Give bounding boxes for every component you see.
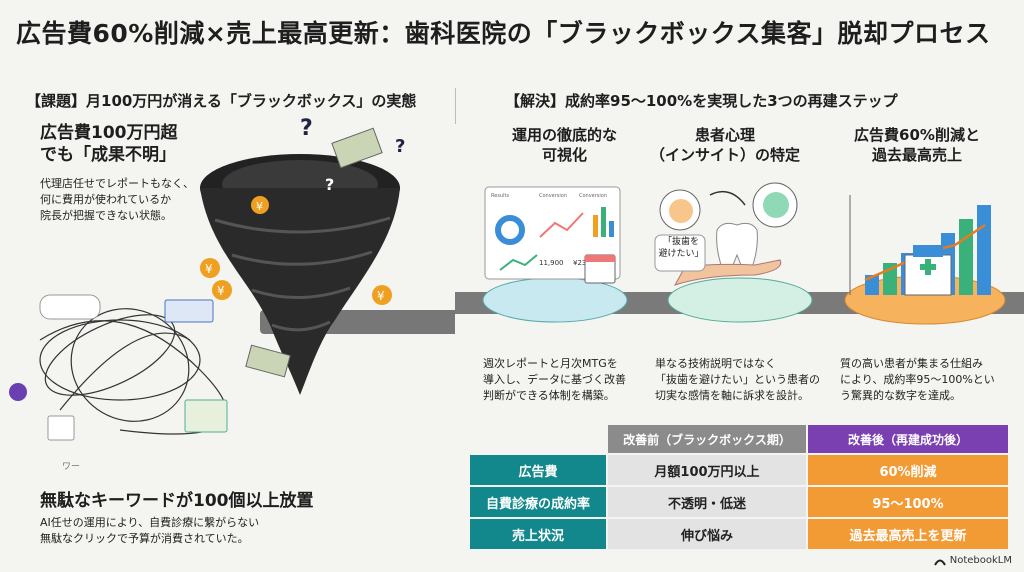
problem1-title: 広告費100万円超 でも「成果不明」 [40, 123, 178, 165]
table-cell-before: 不透明・低迷 [608, 487, 806, 517]
brand-mark: NotebookLM [933, 555, 1012, 566]
table-cell-before: 伸び悩み [608, 519, 806, 549]
cash-icon [245, 344, 291, 378]
dash-label-3: Conversion [579, 193, 607, 199]
table-row-label: 自費診療の成約率 [470, 487, 606, 517]
tooth-icon [716, 222, 758, 271]
problem2-title: 無駄なキーワードが100個以上放置 [40, 491, 314, 511]
speech-bubble [654, 234, 706, 272]
page-title: 広告費60%削減×売上最高更新：歯科医院の「ブラックボックス集客」脱却プロセス [16, 19, 991, 48]
problem-section-title: 【課題】月100万円が消える「ブラックボックス」の実態 [26, 92, 417, 110]
dash-label-1: Results [491, 193, 509, 199]
table-cell-after: 95〜100% [808, 487, 1008, 517]
section-divider [455, 88, 456, 124]
tag-icon [9, 383, 27, 401]
question-icon: ? [300, 116, 313, 141]
table-header-after: 改善後（再建成功後） [808, 425, 1008, 453]
brand-name: NotebookLM [949, 555, 1012, 566]
question-icon: ? [395, 136, 405, 157]
table-row-label: 売上状況 [470, 519, 606, 549]
notebooklm-logo-icon [933, 559, 946, 566]
svg-text:¥: ¥ [256, 200, 263, 213]
keyword-tangle-icon [39, 308, 228, 435]
svg-text:¥: ¥ [217, 284, 225, 298]
platform-step2 [667, 277, 813, 323]
step1-body: 週次レポートと月次MTGを 導入し、データに基づく改善 判断ができる体制を構築。 [483, 357, 626, 402]
problem2-body: AI任せの運用により、自費診療に繋がらない 無駄なクリックで予算が消費されていた… [40, 516, 260, 545]
search-bar-icon [39, 294, 101, 320]
table-row-label: 広告費 [470, 455, 606, 485]
table-cell-after: 過去最高売上を更新 [808, 519, 1008, 549]
dash-label-2: Conversion [539, 193, 567, 199]
table-cell-after: 60%削減 [808, 455, 1008, 485]
tornado-illustration: ¥ ¥ ¥ ¥ ? ? ? [9, 116, 455, 441]
tornado-body [200, 188, 400, 395]
question-icon: ? [325, 175, 334, 194]
speech-bubble-text: 「抜歯を 避けたい」 [658, 237, 704, 259]
arrow-icon [709, 190, 746, 206]
table-header-before: 改善前（ブラックボックス期） [608, 425, 806, 453]
yen-coin-icon: ¥ ¥ ¥ ¥ [200, 196, 392, 305]
cash-icon [331, 127, 383, 169]
table-cell-before: 月額100万円以上 [608, 455, 806, 485]
process-illustration: 11,900 ¥23,000 Results Conversion Conver… [455, 182, 1024, 325]
solution-section-title: 【解決】成約率95〜100%を実現した3つの再建ステップ [505, 92, 898, 110]
step3-body: 質の高い患者が集まる仕組み により、成約率95〜100%とい う驚異的な数字を達… [840, 357, 995, 402]
search-placeholder: ワー [62, 462, 81, 472]
problem1-body: 代理店任せでレポートもなく、 何に費用が使われているか 院長が把握できない状態。 [40, 177, 194, 222]
document-icon [47, 415, 75, 441]
svg-text:¥: ¥ [377, 289, 385, 303]
step3-title: 広告費60%削減と 過去最高売上 [854, 126, 980, 164]
step1-title: 運用の徹底的な 可視化 [511, 126, 617, 164]
step2-title: 患者心理 （インサイト）の特定 [649, 126, 800, 164]
image-icon [184, 399, 228, 433]
dash-value-1: 11,900 [539, 259, 564, 267]
svg-text:¥: ¥ [205, 262, 213, 276]
platform-step1 [482, 277, 628, 323]
step2-body: 単なる技術説明ではなく 「抜歯を避けたい」という患者の 切実な感情を軸に訴求を設… [655, 357, 820, 402]
browser-window-icon [164, 299, 214, 323]
